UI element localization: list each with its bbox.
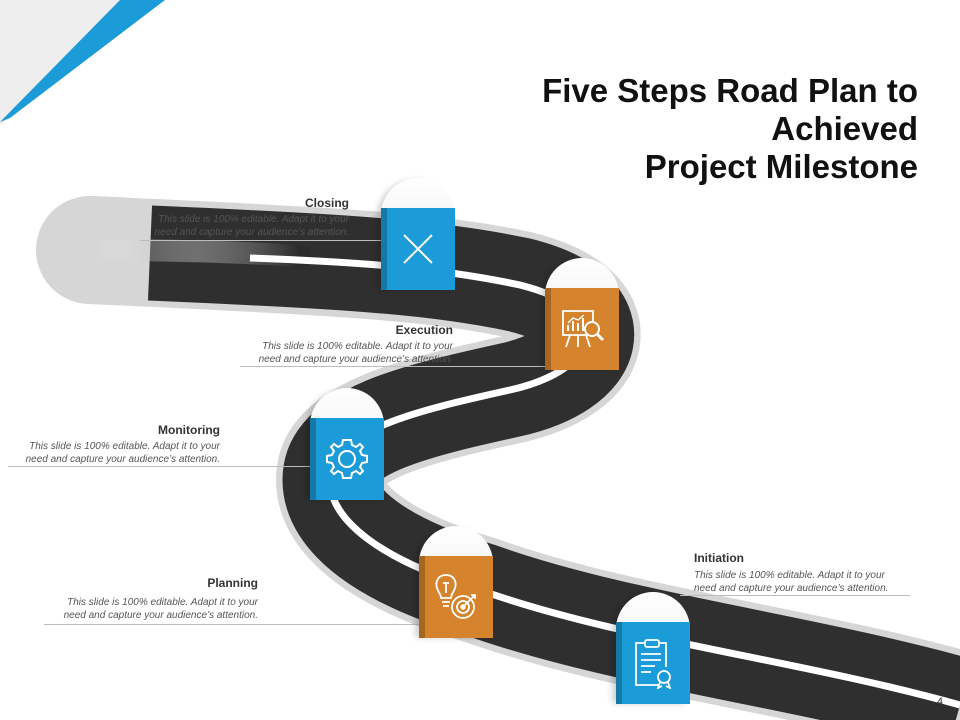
- desc-line: need and capture your audience’s attenti…: [154, 227, 349, 238]
- step-desc-execution: This slide is 100% editable. Adapt it to…: [259, 340, 453, 366]
- step-label-monitoring: Monitoring: [158, 423, 220, 437]
- leader-line-closing: [140, 240, 382, 241]
- close-x-icon: [403, 234, 433, 264]
- idea-target-icon: [435, 574, 476, 619]
- step-label-closing: Closing: [305, 196, 349, 210]
- gear-icon: [326, 439, 368, 479]
- desc-line: This slide is 100% editable. Adapt it to…: [158, 214, 349, 225]
- marker-box: [419, 556, 493, 638]
- title-line: Five Steps Road Plan to: [542, 72, 918, 109]
- marker-box: [545, 288, 619, 370]
- step-marker-execution[interactable]: [545, 258, 619, 398]
- leader-line-execution: [240, 366, 546, 367]
- step-desc-closing: This slide is 100% editable. Adapt it to…: [155, 213, 349, 239]
- desc-line: This slide is 100% editable. Adapt it to…: [29, 441, 220, 452]
- desc-line: need and capture your audience’s attenti…: [258, 354, 453, 365]
- presentation-analysis-icon: [562, 310, 605, 348]
- leader-line-planning: [44, 624, 420, 625]
- leader-line-initiation: [680, 595, 910, 596]
- step-marker-monitoring[interactable]: [310, 388, 384, 528]
- step-desc-initiation: This slide is 100% editable. Adapt it to…: [694, 569, 888, 595]
- desc-line: This slide is 100% editable. Adapt it to…: [694, 570, 885, 581]
- desc-line: This slide is 100% editable. Adapt it to…: [67, 597, 258, 608]
- marker-box: [381, 208, 455, 290]
- leader-line-monitoring: [8, 466, 311, 467]
- road-fade: [84, 239, 311, 267]
- title-line: Achieved: [771, 110, 918, 147]
- step-label-initiation: Initiation: [694, 551, 744, 565]
- corner-decoration: [0, 0, 165, 125]
- desc-line: need and capture your audience’s attenti…: [694, 583, 889, 594]
- page-number: 4: [936, 696, 943, 708]
- step-marker-planning[interactable]: [419, 526, 493, 666]
- title-line: Project Milestone: [644, 148, 918, 185]
- clipboard-certificate-icon: [635, 639, 672, 689]
- step-marker-initiation[interactable]: [616, 592, 690, 720]
- desc-line: need and capture your audience’s attenti…: [63, 610, 258, 621]
- marker-box: [616, 622, 690, 704]
- desc-line: need and capture your audience’s attenti…: [25, 454, 220, 465]
- step-desc-monitoring: This slide is 100% editable. Adapt it to…: [26, 440, 220, 466]
- step-label-execution: Execution: [395, 323, 453, 337]
- slide-title: Five Steps Road Plan to Achieved Project…: [398, 72, 918, 186]
- desc-line: This slide is 100% editable. Adapt it to…: [262, 341, 453, 352]
- step-label-planning: Planning: [207, 576, 258, 590]
- marker-box: [310, 418, 384, 500]
- step-marker-closing[interactable]: [381, 178, 455, 318]
- step-desc-planning: This slide is 100% editable. Adapt it to…: [64, 596, 258, 622]
